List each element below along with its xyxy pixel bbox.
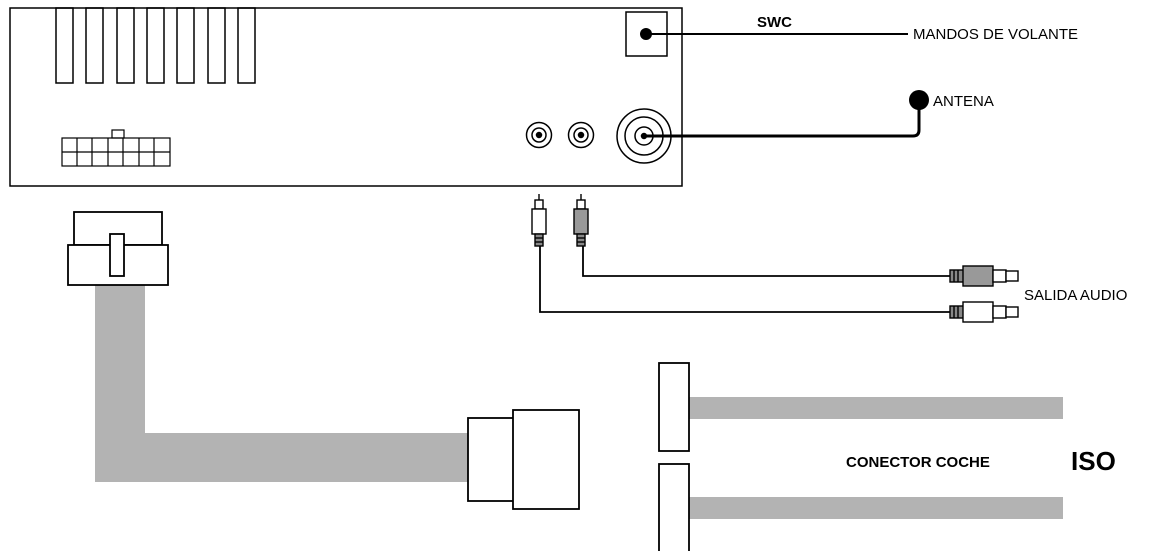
swc-wire (640, 28, 908, 40)
iso-connector-lower (658, 463, 690, 551)
unit-plug (67, 211, 169, 286)
iso-socket (61, 129, 171, 167)
audio-wire-left (539, 246, 950, 313)
antenna-wire (644, 90, 929, 138)
rca-socket-right (567, 121, 595, 149)
audio-wires (539, 246, 950, 313)
rca-socket-left (525, 121, 553, 149)
rca-plugs (531, 194, 589, 247)
antenna-label: ANTENA (933, 93, 994, 110)
iso-cable-upper (688, 397, 1063, 419)
head-unit-slots (55, 7, 256, 84)
iso-cable-lower (688, 497, 1063, 519)
head-unit-body (9, 7, 683, 187)
iso-connector-upper (658, 362, 690, 452)
rca-plug-right (573, 194, 589, 247)
iso-label: ISO (1071, 446, 1116, 476)
cables (95, 285, 1063, 519)
rca-plug-left (531, 194, 547, 247)
iso-car-connectors (658, 362, 690, 551)
harness-cable (95, 285, 470, 482)
audio-output-label: SALIDA AUDIO (1024, 287, 1127, 304)
swc-label: SWC (757, 14, 792, 31)
rca-female-ends (949, 265, 1019, 323)
harness-connector (467, 409, 580, 510)
rca-female-upper (949, 265, 1019, 287)
head-unit (9, 7, 683, 187)
car-connector-label: CONECTOR COCHE (846, 454, 990, 471)
steering-controls-label: MANDOS DE VOLANTE (913, 26, 1078, 43)
rca-female-lower (949, 301, 1019, 323)
audio-wire-right (582, 246, 950, 277)
